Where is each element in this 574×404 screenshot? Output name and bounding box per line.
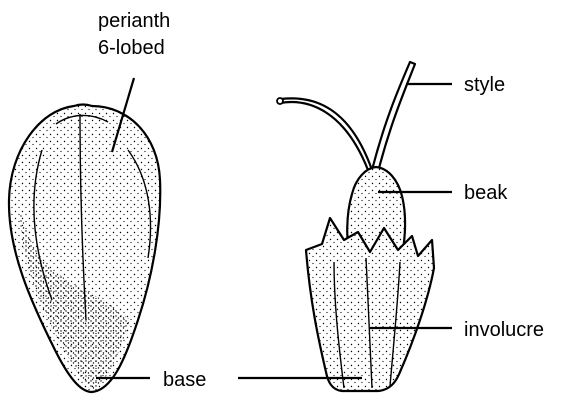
label-style: style <box>464 74 505 96</box>
label-perianth: perianth <box>98 10 170 32</box>
label-base: base <box>163 369 206 391</box>
perianth-fruit <box>9 105 160 393</box>
label-involucre: involucre <box>464 319 544 341</box>
involucre-fruit <box>277 62 434 391</box>
label-beak: beak <box>464 182 508 204</box>
style-right <box>372 62 415 172</box>
style-left <box>280 98 372 170</box>
style-left-tip <box>277 98 283 104</box>
label-6-lobed: 6-lobed <box>98 37 165 59</box>
